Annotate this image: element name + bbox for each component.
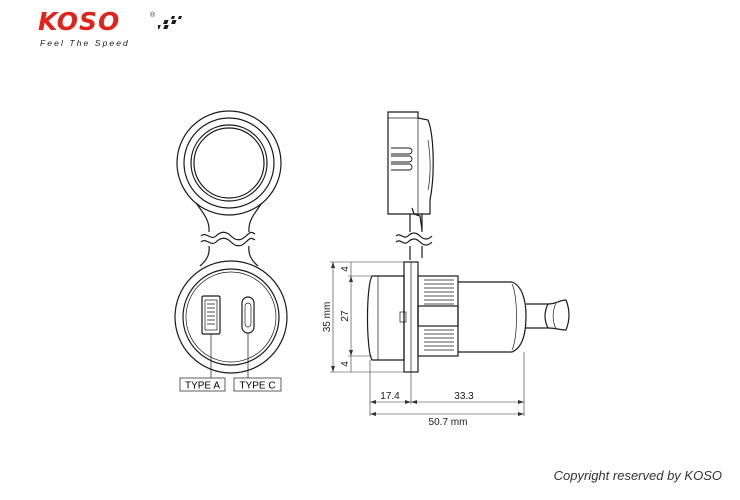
cap-tether-strap bbox=[195, 202, 263, 267]
type-a-label: TYPE A bbox=[185, 381, 220, 392]
dim-body-length: 33.3 bbox=[454, 391, 474, 402]
logo-tagline: Feel The Speed bbox=[40, 38, 130, 48]
socket-flange bbox=[366, 261, 419, 373]
dim-total-length: 50.7 mm bbox=[429, 417, 468, 428]
dim-top-margin: 4 bbox=[340, 266, 351, 272]
strap-side bbox=[395, 207, 433, 260]
copyright-notice: Copyright reserved by KOSO bbox=[553, 468, 722, 483]
rear-housing bbox=[458, 281, 527, 353]
horizontal-dimensions: 17.4 33.3 50.7 mm bbox=[369, 352, 525, 428]
cable bbox=[526, 299, 570, 331]
side-view: 35 mm 27 4 4 17.4 33.3 50.7 mm bbox=[322, 111, 570, 428]
usb-type-a-port bbox=[201, 295, 221, 335]
dim-height-total: 35 mm bbox=[322, 302, 333, 333]
checkered-flag-icon bbox=[158, 16, 182, 29]
socket-face bbox=[174, 260, 288, 374]
registered-mark: ® bbox=[150, 12, 156, 19]
threaded-body bbox=[417, 275, 459, 357]
front-view: TYPE A TYPE C bbox=[174, 110, 288, 392]
dim-bottom-margin: 4 bbox=[340, 361, 351, 367]
dim-height-inner: 27 bbox=[340, 310, 351, 322]
type-c-label: TYPE C bbox=[239, 381, 275, 392]
dim-flange-depth: 17.4 bbox=[380, 391, 400, 402]
usb-type-c-port bbox=[241, 296, 255, 334]
vertical-dimensions: 35 mm 27 4 4 bbox=[322, 261, 404, 373]
protective-cap bbox=[176, 110, 282, 216]
logo-wordmark: KOSO bbox=[38, 7, 121, 36]
koso-logo: KOSO ® Feel The Speed bbox=[38, 8, 198, 52]
cap-side-profile bbox=[387, 111, 434, 215]
